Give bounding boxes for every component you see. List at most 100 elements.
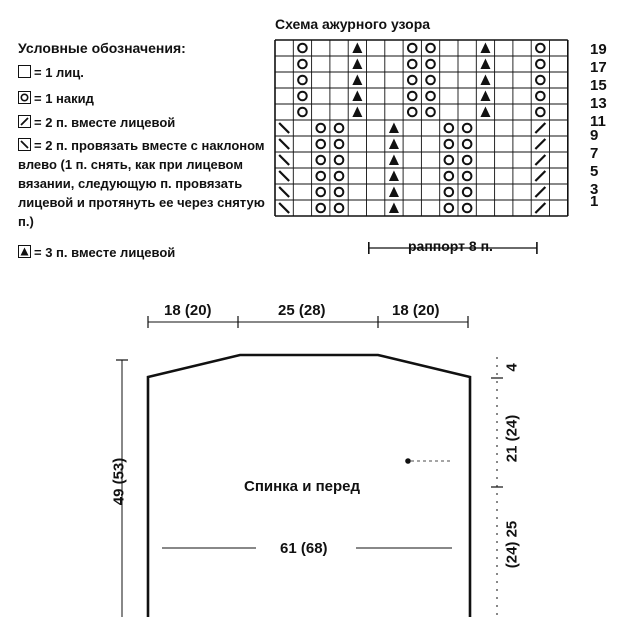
knit-square-icon	[18, 65, 31, 78]
left-slant-icon	[278, 154, 290, 166]
triangle-icon	[352, 90, 363, 101]
legend-text: = 2 п. вместе лицевой	[34, 115, 176, 130]
yarn-over-circle-icon	[297, 74, 308, 86]
triangle-icon	[480, 106, 491, 117]
triangle-icon	[480, 90, 491, 101]
yarn-over-circle-icon	[535, 42, 546, 54]
yarn-over-circle-icon	[443, 202, 455, 214]
yarn-over-circle-icon	[461, 154, 473, 166]
yarn-over-circle-icon	[315, 186, 327, 198]
yarn-over-circle-icon	[535, 74, 546, 86]
row-number: 11	[590, 113, 606, 130]
dim-height: 49 (53)	[110, 457, 128, 506]
yarn-over-circle-icon	[425, 106, 436, 118]
triangle-icon	[388, 186, 399, 197]
yarn-over-circle-icon	[443, 170, 455, 182]
triangle-icon	[352, 58, 363, 69]
triangle-icon	[352, 42, 363, 53]
left-slant-icon	[278, 122, 290, 134]
triangle-icon	[388, 202, 399, 213]
yarn-over-circle-icon	[443, 186, 455, 198]
legend-item-knit: = 1 лиц.	[18, 64, 84, 82]
yarn-over-circle-icon	[461, 122, 473, 134]
left-slant-icon	[278, 138, 290, 150]
row-number: 19	[590, 41, 607, 58]
yarn-over-circle-icon	[315, 154, 327, 166]
dim-width: 61 (68)	[280, 540, 328, 557]
left-slant-icon	[18, 138, 31, 151]
triangle-icon	[480, 58, 491, 69]
yarn-over-circle-icon	[406, 106, 418, 118]
yarn-over-circle-icon	[315, 202, 327, 214]
dim-shoulder-right: 18 (20)	[392, 302, 440, 319]
triangle-icon	[352, 74, 363, 85]
yarn-over-circle-icon	[425, 58, 436, 70]
yarn-over-circle-icon	[297, 106, 308, 118]
yarn-over-circle-icon	[406, 74, 418, 86]
right-slant-icon	[534, 186, 547, 198]
yarn-over-circle-icon	[333, 186, 345, 198]
dim-shoulder-left: 18 (20)	[164, 302, 212, 319]
row-number: 1	[590, 193, 599, 210]
repeat-label: раппорт 8 п.	[408, 238, 493, 254]
yarn-over-circle-icon	[333, 202, 345, 214]
left-slant-icon	[278, 170, 290, 182]
yarn-over-circle-icon	[535, 58, 546, 70]
row-number: 13	[590, 95, 607, 112]
legend-text: = 1 накид	[34, 91, 94, 106]
row-number: 17	[590, 59, 607, 76]
body-outline	[146, 353, 472, 617]
yarn-over-circle-icon	[315, 138, 327, 150]
yarn-over-circle-icon	[333, 154, 345, 166]
right-slant-icon	[534, 170, 547, 182]
yarn-over-circle-icon	[461, 202, 473, 214]
legend-text: = 2 п. провязать вместе с наклоном влево…	[18, 138, 265, 229]
dim-right-mid: 21 (24)	[503, 414, 521, 463]
dim-right-bottom: (24) 25	[503, 520, 521, 569]
triangle-icon	[388, 170, 399, 181]
yarn-over-circle-icon	[333, 122, 345, 134]
row-number: 15	[590, 77, 607, 94]
yarn-over-circle-icon	[535, 106, 546, 118]
triangle-icon	[388, 154, 399, 165]
marker-dot	[405, 458, 411, 464]
dim-right-top: 4	[503, 363, 521, 372]
yarn-over-circle-icon	[297, 58, 308, 70]
yarn-over-circle-icon	[425, 90, 436, 102]
triangle-icon	[480, 74, 491, 85]
triangle-icon	[18, 245, 31, 258]
triangle-icon	[352, 106, 363, 117]
right-slant-icon	[18, 115, 31, 128]
triangle-icon	[388, 122, 399, 133]
chart-title: Схема ажурного узора	[275, 16, 431, 32]
legend-title: Условные обозначения:	[18, 40, 186, 56]
legend-text: = 1 лиц.	[34, 65, 84, 80]
right-slant-icon	[534, 154, 547, 166]
right-slant-icon	[534, 202, 547, 214]
yarn-over-circle-icon	[333, 170, 345, 182]
legend-item-yarn-over: = 1 накид	[18, 90, 94, 108]
legend-item-k3tog: = 3 п. вместе лицевой	[18, 244, 175, 262]
right-slant-icon	[534, 122, 547, 134]
yarn-over-circle-icon	[315, 170, 327, 182]
legend-text: = 3 п. вместе лицевой	[34, 245, 176, 260]
yarn-over-circle-icon	[535, 90, 546, 102]
yarn-over-circle-icon	[425, 42, 436, 54]
left-slant-icon	[278, 202, 290, 214]
piece-label: Спинка и перед	[244, 478, 361, 495]
yarn-over-circle-icon	[18, 91, 31, 104]
yarn-over-circle-icon	[461, 170, 473, 182]
row-number: 7	[590, 145, 599, 162]
yarn-over-circle-icon	[297, 90, 308, 102]
yarn-over-circle-icon	[333, 138, 345, 150]
legend-item-k2tog: = 2 п. вместе лицевой	[18, 114, 175, 132]
yarn-over-circle-icon	[315, 122, 327, 134]
triangle-icon	[388, 138, 399, 149]
yarn-over-circle-icon	[443, 154, 455, 166]
yarn-over-circle-icon	[443, 122, 455, 134]
legend-item-ssk: = 2 п. провязать вместе с наклоном влево…	[18, 136, 268, 231]
yarn-over-circle-icon	[406, 42, 418, 54]
row-number: 9	[590, 127, 599, 144]
yarn-over-circle-icon	[406, 90, 418, 102]
